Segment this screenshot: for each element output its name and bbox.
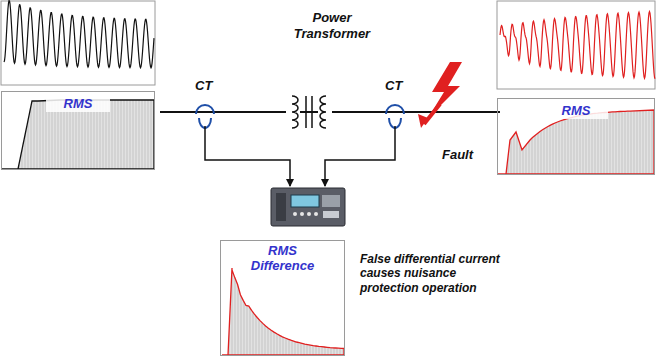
waveform-panel: [497, 1, 655, 89]
component-label: Power Transformer: [284, 10, 380, 41]
transformer-symbol: [286, 96, 332, 128]
protection-relay: [271, 188, 345, 226]
rms-curve: [498, 110, 654, 174]
note-text: False differential current causes nuisan…: [360, 252, 510, 295]
plot-title: RMS: [46, 97, 110, 112]
plot-title: RMS Difference: [246, 244, 320, 274]
current-transformer: [196, 105, 404, 128]
ct-label: CT: [195, 78, 225, 94]
rms-plot-box: RMS Difference: [220, 240, 345, 356]
plot-title: RMS: [544, 104, 608, 119]
secondary-current-waveform: [500, 12, 655, 79]
ct-wire: [205, 126, 395, 186]
fault-label: Fault: [442, 147, 492, 163]
ct-label: CT: [385, 78, 415, 94]
fault-lightning: [418, 62, 462, 128]
waveform-panel: [1, 1, 155, 85]
rms-plot-box: RMS: [1, 91, 155, 170]
primary-current-waveform: [4, 1, 154, 68]
rms-plot-box: RMS: [497, 98, 655, 175]
rms-difference-curve: [222, 268, 344, 355]
